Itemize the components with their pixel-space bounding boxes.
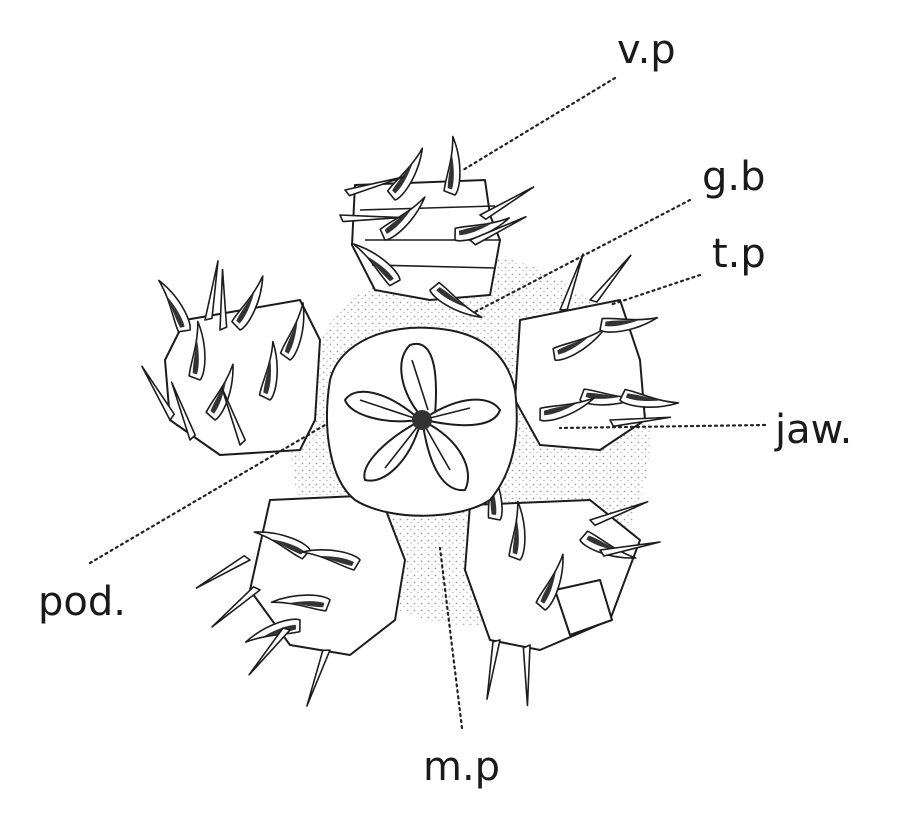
label-pod: pod. (38, 579, 126, 625)
leader-gb (473, 198, 692, 314)
arm-left (141, 260, 321, 456)
leader-jaw (558, 423, 767, 430)
jaw-plates (344, 342, 501, 492)
arm-top (338, 135, 540, 321)
arm-bottom-right (464, 461, 661, 707)
arm-bottom-left (190, 494, 406, 707)
leader-lines (88, 76, 767, 730)
leader-pod (88, 423, 327, 565)
arm-right (514, 253, 680, 451)
label-jaw: jaw. (774, 407, 852, 453)
label-vp: v.p (617, 27, 676, 73)
leader-mp (438, 546, 464, 730)
label-tp: t.p (712, 231, 766, 277)
label-mp: m.p (423, 744, 500, 790)
leader-vp (461, 76, 617, 172)
leader-tp (608, 273, 702, 307)
central-disc (326, 326, 518, 517)
label-gb: g.b (702, 154, 766, 200)
